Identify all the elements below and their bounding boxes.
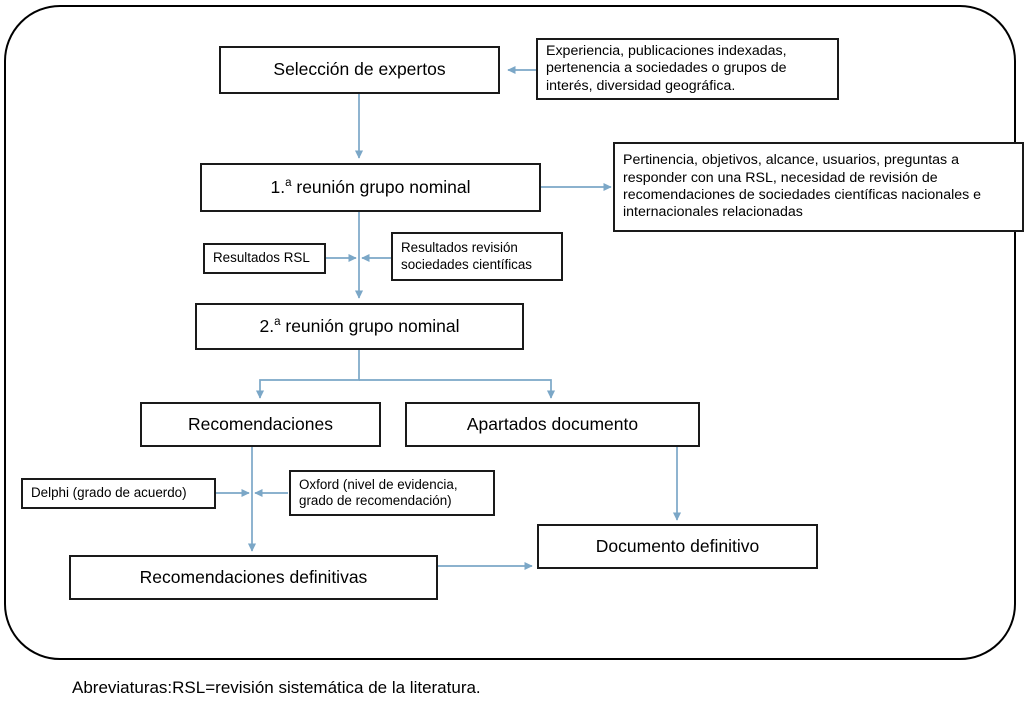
- node-recomendaciones[interactable]: Recomendaciones: [140, 402, 381, 447]
- node-apartados-documento-label: Apartados documento: [466, 413, 639, 434]
- node-reunion-2-label: 2.a reunión grupo nominal: [197, 316, 522, 337]
- node-reunion-2-label-suffix: reunión grupo nominal: [280, 315, 460, 336]
- node-recomendaciones-label: Recomendaciones: [188, 413, 333, 434]
- node-documento-definitivo[interactable]: Documento definitivo: [537, 524, 818, 569]
- node-resultados-rsl[interactable]: Resultados RSL: [203, 243, 326, 274]
- node-criterios-expertos[interactable]: Experiencia, publicaciones indexadas, pe…: [536, 38, 839, 100]
- node-apartados-documento[interactable]: Apartados documento: [405, 402, 700, 447]
- node-seleccion-expertos[interactable]: Selección de expertos: [219, 46, 500, 94]
- node-recomendaciones-definitivas-label: Recomendaciones definitivas: [139, 566, 368, 587]
- diagram-outer-frame: [4, 5, 1016, 660]
- node-criterios-expertos-label: Experiencia, publicaciones indexadas, pe…: [546, 43, 787, 94]
- node-reunion-1[interactable]: 1.a reunión grupo nominal: [200, 163, 541, 212]
- node-contenidos-reunion-1[interactable]: Pertinencia, objetivos, alcance, usuario…: [613, 142, 1024, 232]
- node-reunion-1-label: 1.a reunión grupo nominal: [202, 177, 539, 198]
- node-documento-definitivo-label: Documento definitivo: [595, 535, 760, 556]
- node-seleccion-expertos-label: Selección de expertos: [273, 59, 446, 80]
- node-delphi-label: Delphi (grado de acuerdo): [31, 485, 187, 501]
- node-contenidos-reunion-1-label: Pertinencia, objetivos, alcance, usuario…: [623, 152, 982, 221]
- node-resultados-revision-label: Resultados revisión sociedades científic…: [401, 240, 533, 272]
- node-reunion-2-label-ordinal: a: [274, 316, 281, 328]
- node-reunion-1-label-ordinal: a: [285, 177, 292, 189]
- node-delphi[interactable]: Delphi (grado de acuerdo): [21, 478, 216, 509]
- node-oxford-label: Oxford (nivel de evidencia, grado de rec…: [299, 476, 458, 508]
- node-resultados-rsl-label: Resultados RSL: [213, 250, 310, 266]
- node-resultados-revision[interactable]: Resultados revisión sociedades científic…: [391, 232, 563, 281]
- node-recomendaciones-definitivas[interactable]: Recomendaciones definitivas: [69, 555, 438, 600]
- node-oxford[interactable]: Oxford (nivel de evidencia, grado de rec…: [289, 470, 495, 516]
- node-reunion-2[interactable]: 2.a reunión grupo nominal: [195, 303, 524, 350]
- node-reunion-1-label-suffix: reunión grupo nominal: [291, 176, 471, 197]
- node-reunion-1-label-prefix: 1.: [270, 176, 286, 197]
- node-reunion-2-label-prefix: 2.: [259, 315, 275, 336]
- diagram-caption: Abreviaturas:RSL=revisión sistemática de…: [72, 678, 481, 697]
